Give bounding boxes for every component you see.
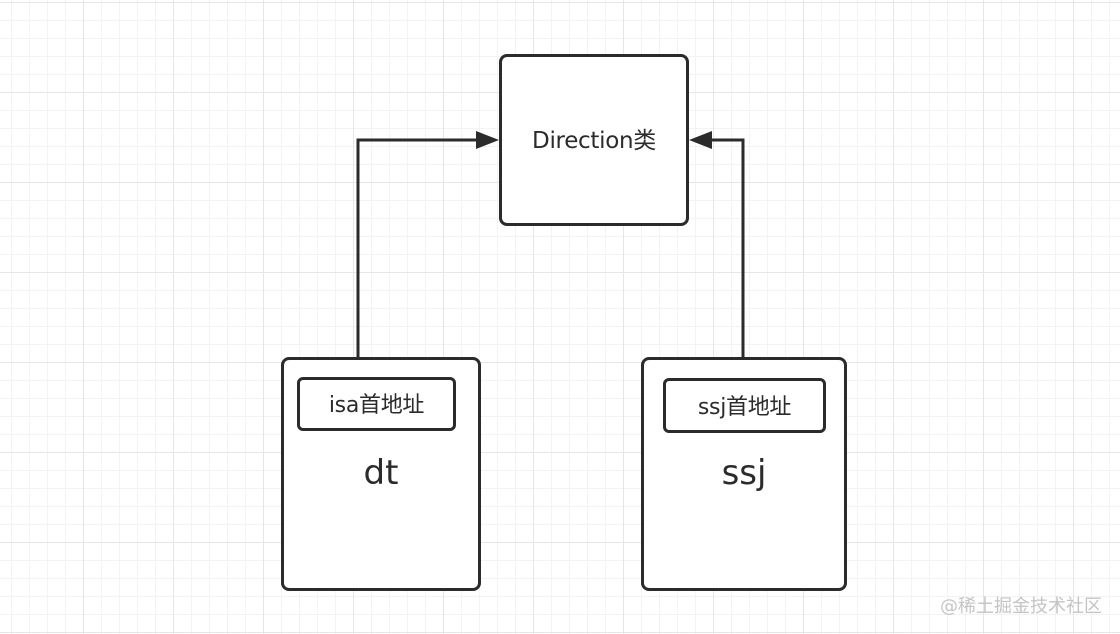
edge-isa-to-class: [356, 138, 478, 377]
arrowhead-ssj: [689, 131, 712, 149]
object-name-ssj: ssj: [721, 453, 767, 493]
class-node-direction: Direction类: [499, 54, 689, 226]
watermark-text: @稀土掘金技术社区: [940, 596, 1102, 617]
object-name-dt: dt: [363, 453, 399, 493]
pointer-field-label: isa首地址: [328, 393, 425, 418]
pointer-field-isa: isa首地址: [297, 377, 456, 431]
arrowhead-isa: [476, 131, 499, 149]
pointer-field-label: ssj首地址: [697, 394, 792, 420]
class-node-label: Direction类: [532, 127, 656, 154]
pointer-field-ssj: ssj首地址: [663, 378, 826, 433]
edge-ssj-to-class: [710, 138, 745, 378]
